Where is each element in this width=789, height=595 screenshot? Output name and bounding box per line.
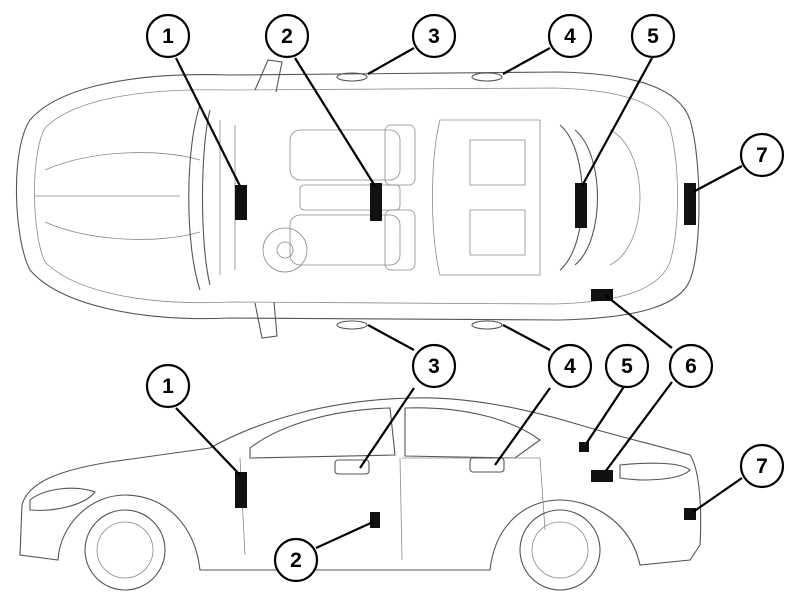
side-front-rim <box>96 521 154 579</box>
side-rear-wheel <box>519 509 601 591</box>
callout-label: 1 <box>162 375 174 398</box>
side-taillight <box>619 462 691 481</box>
leader-top-3-lower <box>367 324 415 351</box>
leader-top-1 <box>175 57 241 187</box>
leader-side-4 <box>494 387 551 466</box>
top-door-handle-rear-upper <box>471 72 503 82</box>
callout-side-7: 7 <box>739 443 785 489</box>
top-sensor-5 <box>575 183 587 228</box>
top-door-handle-rear-lower <box>471 320 503 330</box>
side-sensor-5 <box>579 442 589 452</box>
side-sensor-7 <box>684 508 696 520</box>
top-sensor-1 <box>235 185 247 220</box>
leader-top-4 <box>502 47 551 75</box>
leader-lines <box>175 47 743 550</box>
top-body-outline <box>15 71 700 321</box>
leader-side-5 <box>585 381 628 445</box>
callout-label: 6 <box>685 355 697 378</box>
top-windshield <box>188 104 211 291</box>
side-sensor-6 <box>591 470 613 482</box>
callout-label: 3 <box>428 25 440 48</box>
leader-top-2 <box>294 57 376 187</box>
leader-side-2 <box>315 520 374 550</box>
car-side-view <box>19 397 702 591</box>
callout-label: 4 <box>564 25 576 48</box>
top-center-console <box>299 184 401 211</box>
callout-top-2: 2 <box>264 13 310 59</box>
top-mirror-upper <box>254 59 283 93</box>
callout-top-6: 6 <box>668 343 714 389</box>
side-sensor-2 <box>370 512 380 528</box>
callout-label: 7 <box>756 144 768 167</box>
callout-label: 5 <box>647 25 659 48</box>
side-body-outline <box>19 397 702 571</box>
callout-top-5: 5 <box>630 13 676 59</box>
top-door-handle-front-lower <box>336 320 368 330</box>
callout-label: 5 <box>621 355 633 378</box>
leader-side-6 <box>604 381 673 473</box>
leader-side-1 <box>175 407 241 476</box>
callout-top-4: 4 <box>547 13 593 59</box>
leader-top-4-lower <box>502 324 551 351</box>
callouts: 1 2 3 4 5 7 3 4 <box>145 13 785 583</box>
side-front-wheel <box>84 509 166 591</box>
leader-side-3 <box>359 387 415 469</box>
leader-top-5 <box>581 57 653 187</box>
callout-top-3-lower: 3 <box>411 343 457 389</box>
callout-side-1: 1 <box>145 363 191 409</box>
top-sensor-7 <box>684 183 696 225</box>
side-window-front <box>249 407 396 459</box>
side-door-handle-rear <box>469 457 505 473</box>
callout-label: 3 <box>428 355 440 378</box>
top-front-seat-upper <box>289 129 401 181</box>
side-window-rear <box>404 407 541 459</box>
side-sensor-1 <box>235 472 247 508</box>
side-rear-rim <box>531 521 589 579</box>
top-rear-seat <box>432 119 541 276</box>
leader-top-7 <box>692 165 743 193</box>
callout-top-1: 1 <box>145 13 191 59</box>
car-top-view <box>15 59 700 339</box>
top-trunk <box>609 129 641 266</box>
top-front-headrest-lower <box>384 209 416 271</box>
top-steering-hub <box>276 241 294 259</box>
leader-top-3 <box>367 47 415 75</box>
callout-side-5: 5 <box>604 343 650 389</box>
top-front-headrest-upper <box>384 124 416 186</box>
callout-top-4-lower: 4 <box>547 343 593 389</box>
top-steering-wheel <box>262 227 308 273</box>
side-headlight <box>29 487 96 511</box>
callout-top-3: 3 <box>411 13 457 59</box>
top-hood <box>35 152 201 240</box>
callout-label: 1 <box>162 25 174 48</box>
top-front-seat-lower <box>289 214 401 266</box>
top-door-handle-front-upper <box>336 72 368 82</box>
top-mirror-lower <box>254 301 278 339</box>
callout-side-2: 2 <box>273 537 319 583</box>
callout-label: 7 <box>756 455 768 478</box>
side-door-handle-front <box>334 459 370 475</box>
callout-top-7: 7 <box>739 132 785 178</box>
callout-label: 2 <box>281 25 293 48</box>
leader-side-7 <box>692 477 743 513</box>
callout-label: 4 <box>564 355 576 378</box>
top-sensor-2 <box>370 183 382 221</box>
top-dashboard <box>219 120 236 275</box>
top-body-inner <box>34 87 678 305</box>
callout-label: 2 <box>290 549 302 572</box>
leader-top-6 <box>604 294 673 349</box>
side-door-rear <box>402 457 546 531</box>
